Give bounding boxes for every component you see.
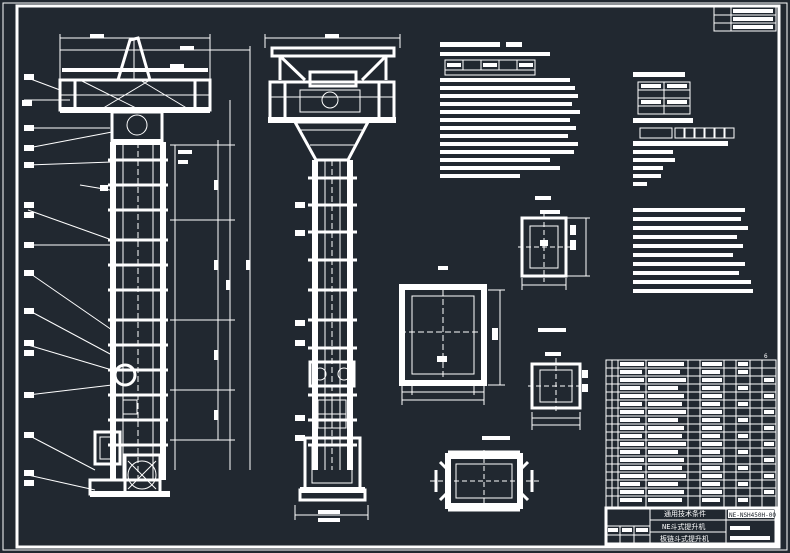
title-block: 通用技术条件 NE斗式提升机 板链斗式提升机 NE-NSH450H-00: [604, 506, 778, 546]
parts-list-rows: [606, 367, 776, 497]
title-line-2: NE斗式提升机: [662, 522, 705, 531]
section-detail-c: [528, 328, 588, 430]
drawing-number: NE-NSH450H-00: [729, 512, 776, 519]
front-view-elevator: [22, 34, 251, 497]
title-line-3: 板链斗式提升机: [660, 534, 709, 543]
notes-text: [633, 208, 753, 293]
plan-view-bottom: [430, 436, 540, 512]
sheet-mark: 6: [764, 353, 768, 360]
revision-box: [713, 6, 777, 32]
parts-list-entries: [620, 362, 774, 502]
section-detail-a: [518, 196, 590, 290]
title-line-1: 通用技术条件: [664, 509, 706, 518]
technical-requirements-text: [440, 42, 580, 178]
section-detail-b: [399, 266, 505, 405]
parameter-table: [633, 72, 735, 186]
casing-flanges: [108, 158, 168, 447]
parts-list-table: 6: [605, 353, 777, 509]
part-balloons: [22, 74, 113, 491]
side-view-elevator: [264, 34, 401, 522]
